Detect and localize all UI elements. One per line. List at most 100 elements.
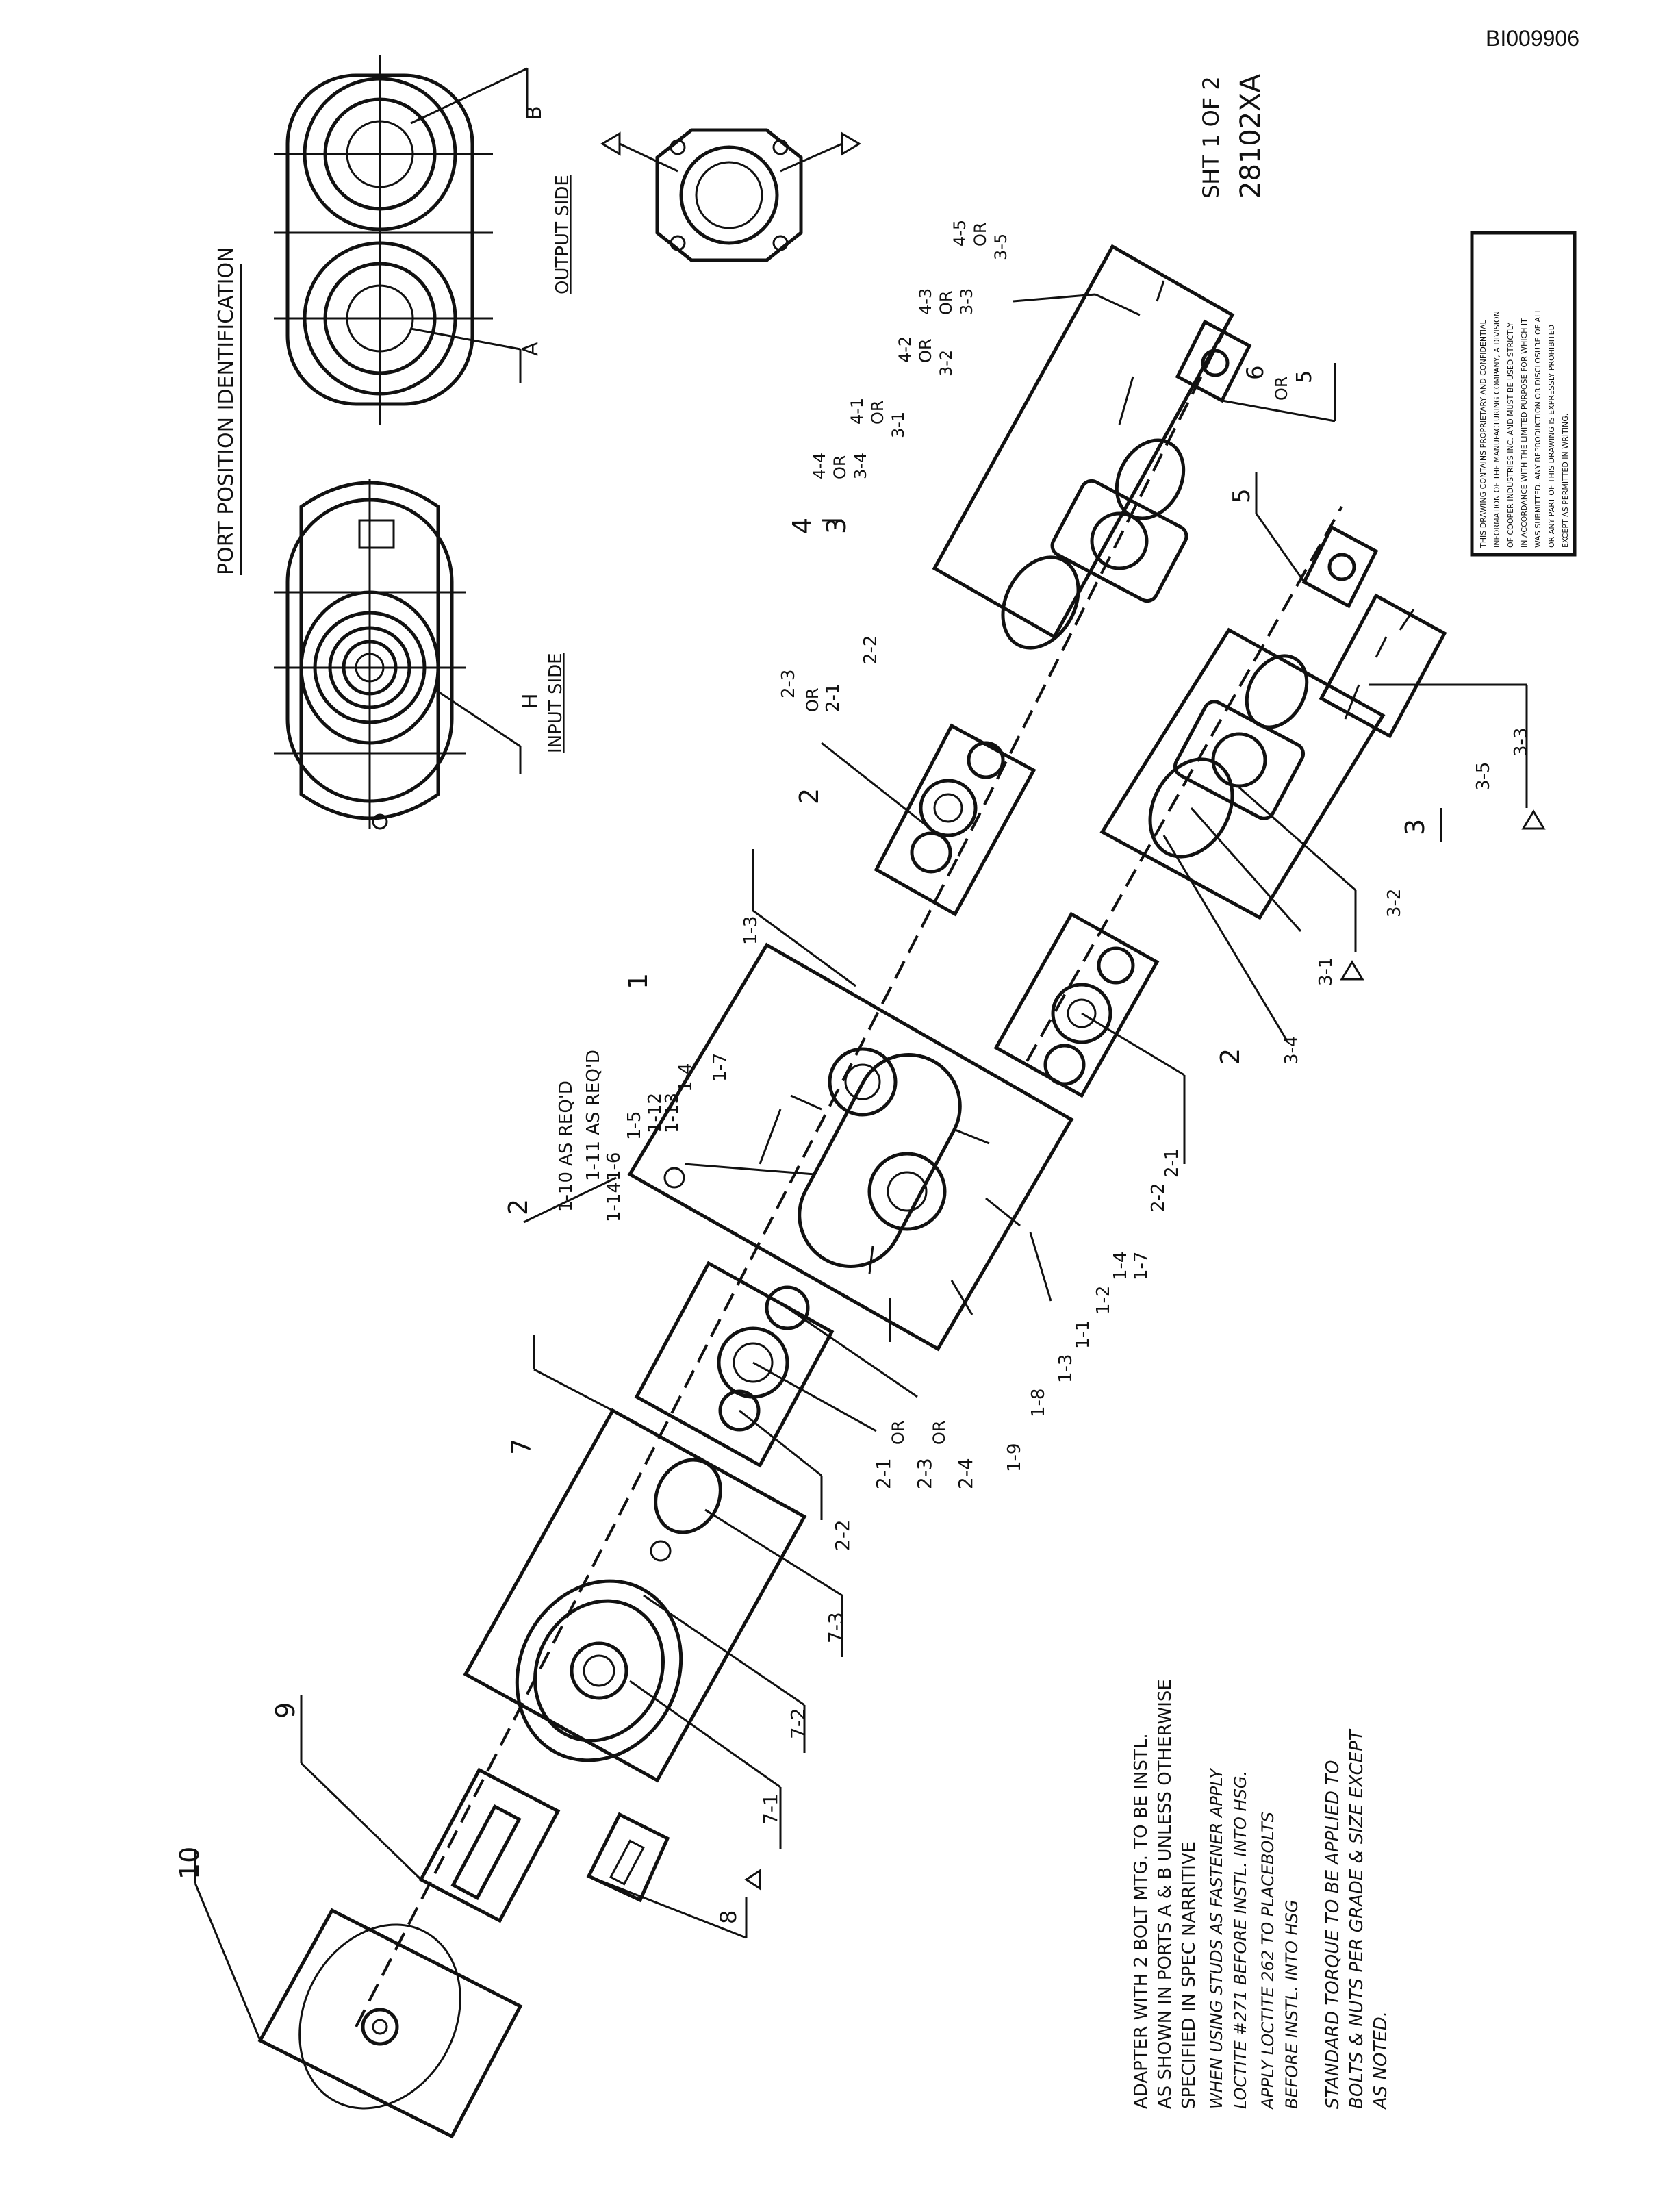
drawing-number: 28102XA [1235, 73, 1267, 199]
note-2-line-2: LOCTITE #271 BEFORE INSTL. INTO HSG. [1231, 1771, 1250, 2109]
input-side-label: INPUT SIDE [546, 653, 566, 753]
part-label-1-7b: 1-7 [1131, 1252, 1151, 1280]
notice-line-6: OR ANY PART OF THIS DRAWING IS EXPRESSLY… [1547, 325, 1556, 548]
part-label-3-3: 3-3 [1511, 728, 1531, 757]
part-label-2-2a: 2-2 [831, 1519, 854, 1551]
item-10-assembly: 10 [175, 1847, 523, 2139]
port-label-h: H [519, 693, 543, 709]
note-2-line-1: WHEN USING STUDS AS FASTENER APPLY [1207, 1767, 1226, 2109]
or-label-6: OR [1272, 376, 1291, 401]
part-label-3-4a: 3-4 [1282, 1036, 1302, 1065]
note-1-line-3: SPECIFIED IN SPEC NARRITIVE [1179, 1841, 1199, 2109]
part-label-2-lower: 2 [1215, 1048, 1245, 1065]
part-label-4: 4 [787, 518, 817, 534]
part-label-5: 5 [1228, 488, 1256, 503]
part-label-1-8: 1-8 [1028, 1389, 1049, 1417]
part-label-10: 10 [175, 1847, 205, 1880]
or-label-2a: OR [889, 1420, 908, 1445]
part-label-1-6: 1-6 [604, 1152, 624, 1181]
part-label-2-1c: 2-1 [1162, 1149, 1182, 1178]
or-label-2b: OR [930, 1420, 949, 1445]
part-label-2-2b: 2-2 [861, 635, 881, 664]
part-label-2-3a: 2-3 [913, 1458, 936, 1489]
part-label-2-top: 2 [503, 1199, 533, 1215]
part-label-3-1: 3-1 [1316, 957, 1336, 986]
part-label-1-3a: 1-3 [741, 916, 761, 945]
part-label-5b: 5 [1293, 370, 1316, 383]
notice-line-2: INFORMATION OF THE MANUFACTURING COMPANY… [1492, 311, 1501, 548]
part-label-4-1: 4-1 [848, 398, 867, 425]
note-3-line-1: APPLY LOCTITE 262 TO PLACEBOLTS [1258, 1812, 1277, 2110]
or-label-4b: OR [868, 400, 887, 425]
notice-line-5: WAS SUBMITTED. ANY REPRODUCTION OR DISCL… [1533, 308, 1542, 548]
item-4-cover: 4 3 4-4 OR 3-4 4-1 OR 3-1 4-2 OR 3-2 4-3… [787, 220, 1235, 650]
port-label-a: A [519, 342, 543, 356]
part-label-7: 7 [507, 1439, 537, 1455]
part-label-1-4b: 1-4 [1110, 1252, 1131, 1280]
port-label-b: B [522, 105, 546, 120]
input-side-view: H INPUT SIDE [274, 479, 566, 830]
part-label-2-1a: 2-1 [872, 1458, 895, 1489]
item-3-cover: 3-2 3-1 3-4 3 3-5 3-3 [1099, 593, 1546, 1065]
part-label-1-2: 1-2 [1093, 1286, 1114, 1315]
item-6-and-5: 6 OR 5 5 [1175, 319, 1379, 609]
or-label-4e: OR [971, 222, 990, 246]
part-label-1-5: 1-5 [624, 1111, 645, 1140]
note-1-line-1: ADAPTER WITH 2 BOLT MTG. TO BE INSTL. [1131, 1733, 1151, 2109]
part-label-1-3b: 1-3 [1056, 1354, 1076, 1383]
assembly-axis-upper-2 [957, 328, 1227, 857]
part-label-1-1: 1-1 [1073, 1320, 1093, 1349]
item-1-housing: 2 1-10 AS REQ'D 1-11 AS REQ'D 1-6 1-14 1… [503, 849, 1151, 1472]
part-label-2-4: 2-4 [954, 1458, 977, 1489]
part-label-7-3: 7-3 [824, 1612, 847, 1643]
notice-line-3: OF COOPER INDUSTRIES INC. AND MUST BE US… [1506, 323, 1515, 548]
part-label-1-11: 1-11 AS REQ'D [583, 1050, 604, 1181]
item-7-assembly: 7 7-1 7-2 7-3 [463, 1335, 847, 1849]
assembly-axis-lower [1026, 506, 1343, 1062]
item-2-lower-gears: 2 2-1 2-2 [993, 911, 1245, 1212]
or-label-2c: OR [803, 687, 822, 712]
part-label-9: 9 [270, 1702, 301, 1719]
sheet-info: SHT 1 OF 2 28102XA [1198, 73, 1267, 199]
item-9-assembly: 9 [270, 1695, 561, 1923]
part-label-3-5b: 3-5 [991, 233, 1010, 260]
note-3-line-2: BEFORE INSTL. INTO HSG [1282, 1900, 1301, 2109]
item-2-upper-gears: 2 2-3 OR 2-1 2-2 [778, 635, 1036, 917]
part-label-6: 6 [1242, 365, 1269, 380]
output-side-label: OUTPUT SIDE [552, 175, 573, 294]
item-8-assembly: 8 [586, 1812, 761, 1939]
part-label-1-13: 1-13 [662, 1093, 683, 1133]
part-label-8: 8 [715, 1910, 741, 1924]
notice-line-1: THIS DRAWING CONTAINS PROPRIETARY AND CO… [1479, 319, 1488, 548]
port-identification-title: PORT POSITION IDENTIFICATION [214, 246, 242, 575]
part-label-1-9: 1-9 [1004, 1443, 1025, 1472]
notice-line-4: IN ACCORDANCE WITH THE LIMITED PURPOSE F… [1520, 318, 1529, 548]
part-label-2-2c: 2-2 [1148, 1183, 1169, 1212]
part-label-1-4a: 1-4 [676, 1063, 696, 1092]
part-label-2-mid: 2 [794, 788, 824, 805]
part-label-3: 3 [1400, 819, 1430, 835]
part-label-1-12: 1-12 [645, 1093, 665, 1133]
part-label-3-2b: 3-2 [937, 350, 956, 377]
output-side-view: B A OUTPUT SIDE [274, 55, 861, 425]
part-label-4-3: 4-3 [916, 288, 935, 315]
part-label-4-5: 4-5 [950, 220, 969, 246]
general-notes: ADAPTER WITH 2 BOLT MTG. TO BE INSTL. AS… [1131, 1679, 1391, 2110]
note-4-line-3: AS NOTED. [1371, 2011, 1391, 2110]
part-label-3-1b: 3-1 [889, 412, 908, 438]
part-label-1: 1 [623, 973, 653, 989]
sheet-number: SHT 1 OF 2 [1198, 76, 1224, 199]
part-label-3-4b: 3-4 [851, 453, 870, 479]
item-2-left-gears: 2-2 2-1 OR 2-3 OR 2-4 [634, 1261, 977, 1551]
or-label-4a: OR [830, 455, 850, 479]
part-label-2-3b: 2-3 [778, 670, 799, 698]
document-id: BI009906 [1486, 26, 1580, 51]
part-label-3-3b: 3-3 [957, 288, 976, 315]
proprietary-notice: THIS DRAWING CONTAINS PROPRIETARY AND CO… [1470, 231, 1577, 557]
note-1-line-2: AS SHOWN IN PORTS A & B UNLESS OTHERWISE [1155, 1679, 1175, 2109]
part-label-4-4: 4-4 [810, 453, 829, 479]
note-4-line-2: BOLTS & NUTS PER GRADE & SIZE EXCEPT [1347, 1728, 1367, 2109]
port-id-title-text: PORT POSITION IDENTIFICATION [214, 246, 238, 575]
